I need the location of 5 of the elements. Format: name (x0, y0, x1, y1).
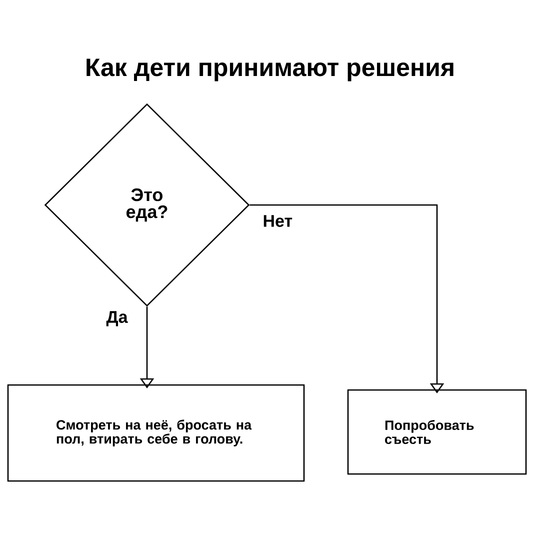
edge-label: Нет (264, 215, 292, 227)
edge-label: Да (106, 311, 128, 326)
process-box: Смотреть на неё, бросать на пол, втирать себе в голову. (7, 384, 305, 482)
process-box: Попробовать съесть (347, 389, 527, 475)
title: Как дети принимают решения (86, 58, 454, 82)
